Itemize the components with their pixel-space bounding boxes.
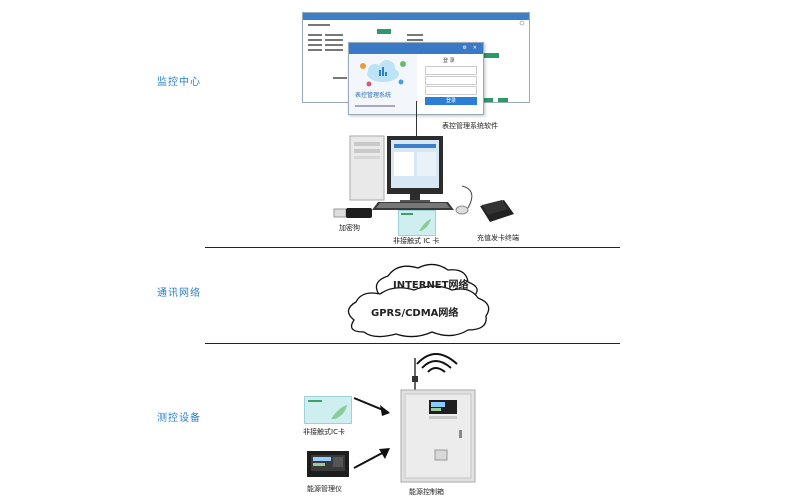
section-label-network: 通讯网络 [157, 288, 201, 299]
card-leaf-icon [419, 219, 431, 231]
divider-top [205, 247, 620, 248]
ic-card-top [398, 210, 436, 236]
dongle-caption: 加密狗 [339, 224, 360, 232]
card-stripe [308, 400, 322, 402]
card-stripe [401, 213, 413, 215]
cloud-icon [360, 60, 406, 87]
login-left-panel: 表控管理系统 [349, 54, 417, 114]
network-clouds [347, 263, 490, 338]
login-app-name: 表控管理系统 [355, 92, 392, 99]
login-title: 登 录 [443, 58, 455, 64]
password-input[interactable] [425, 76, 477, 85]
divider-bottom [205, 343, 620, 344]
internet-label: INTERNET网络 [393, 280, 469, 291]
ic-card-top-caption: 非接触式 IC 卡 [393, 237, 440, 245]
cabinet-caption: 能源控制箱 [409, 488, 444, 496]
card-leaf-icon [331, 405, 347, 419]
software-connector [416, 101, 417, 141]
username-input[interactable] [425, 66, 477, 75]
reader-caption: 充值发卡终端 [477, 234, 519, 242]
energy-meter-caption: 能源管理仪 [307, 485, 342, 493]
software-caption: 表控管理系统软件 [442, 122, 498, 130]
login-titlebar: ✕ ⚙ [349, 43, 483, 54]
software-window-titlebar [303, 13, 529, 20]
login-right-panel: 登 录 登录 [421, 57, 481, 113]
settings-icon[interactable]: ⚙ [462, 45, 467, 51]
login-version-line [355, 105, 395, 107]
gprs-label: GPRS/CDMA网络 [371, 308, 459, 319]
energy-meter-icon [307, 451, 349, 477]
ic-card-bottom-caption: 非接触式IC卡 [303, 428, 345, 436]
control-cabinet [400, 353, 476, 483]
arrows [353, 397, 390, 469]
ic-card-bottom [304, 396, 352, 424]
code-input[interactable] [425, 86, 477, 95]
section-label-devices: 测控设备 [157, 413, 201, 424]
section-label-monitoring: 监控中心 [157, 77, 201, 88]
computer-illustration [349, 135, 514, 222]
dongle-icon [333, 208, 372, 218]
login-button[interactable]: 登录 [425, 97, 477, 105]
close-icon[interactable]: ✕ [472, 45, 477, 51]
